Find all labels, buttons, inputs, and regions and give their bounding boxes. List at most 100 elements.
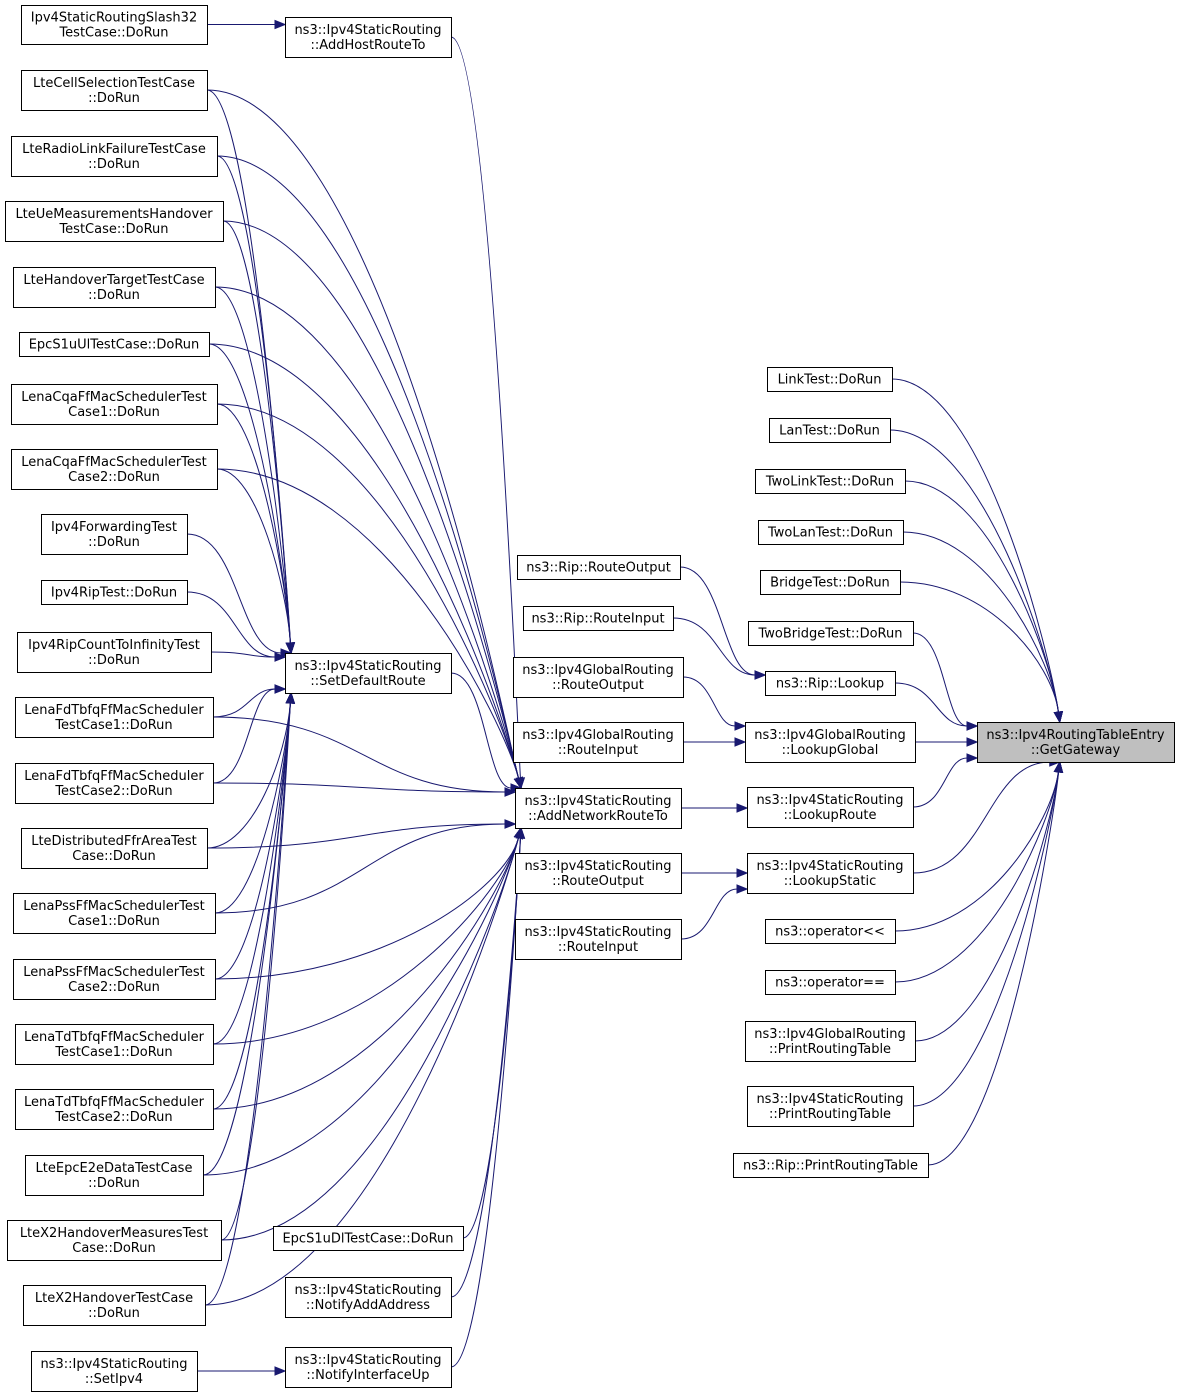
edge-cqa2-to-static_setdefault (216, 468, 296, 655)
node-label-line: LenaCqaFfMacSchedulerTest (21, 390, 207, 405)
node-label-line: ns3::Rip::RouteOutput (526, 561, 671, 576)
node-op-stream[interactable]: ns3::operator<< (765, 919, 896, 944)
edge-pss2-to-static_setdefault (214, 691, 296, 980)
node-rip-routeoutput[interactable]: ns3::Rip::RouteOutput (517, 555, 681, 580)
edge-line (216, 468, 291, 644)
node-box (11, 384, 218, 425)
node-static-setdefault[interactable]: ns3::Ipv4StaticRouting::SetDefaultRoute (285, 653, 452, 694)
node-static-lookupstatic[interactable]: ns3::Ipv4StaticRouting::LookupStatic (747, 853, 914, 894)
node-rip-lookup[interactable]: ns3::Rip::Lookup (765, 671, 896, 696)
node-static-addhost[interactable]: ns3::Ipv4StaticRouting::AddHostRouteTo (285, 17, 452, 58)
edge-line (222, 220, 291, 644)
edge-line (212, 716, 506, 793)
edge-line (216, 155, 520, 779)
node-target[interactable]: ns3::Ipv4RoutingTableEntry::GetGateway (977, 722, 1175, 763)
node-static-lookuproute[interactable]: ns3::Ipv4StaticRouting::LookupRoute (747, 787, 914, 828)
node-label-line: ::DoRun (88, 653, 140, 668)
node-twobridge-test[interactable]: TwoBridgeTest::DoRun (748, 621, 914, 646)
edge-line (212, 688, 276, 784)
edge-arrowhead (504, 819, 517, 829)
node-op-eq[interactable]: ns3::operator== (765, 970, 896, 995)
node-label-line: LenaPssFfMacSchedulerTest (23, 965, 204, 980)
node-box (13, 267, 216, 308)
node-box (765, 919, 896, 944)
node-label-line: LenaFdTbfqFfMacScheduler (24, 769, 204, 784)
node-bridge-test[interactable]: BridgeTest::DoRun (760, 570, 901, 595)
edge-line (206, 823, 506, 849)
node-global-lookup[interactable]: ns3::Ipv4GlobalRouting::LookupGlobal (745, 722, 916, 763)
node-rip-print[interactable]: ns3::Rip::PrintRoutingTable (733, 1153, 929, 1178)
node-rip-routeinput[interactable]: ns3::Rip::RouteInput (523, 606, 674, 631)
node-twolink-test[interactable]: TwoLinkTest::DoRun (755, 469, 906, 494)
node-box (21, 70, 208, 111)
edge-line (912, 632, 968, 727)
node-static-routeinput[interactable]: ns3::Ipv4StaticRouting::RouteInput (515, 919, 682, 960)
node-rlf[interactable]: LteRadioLinkFailureTestCase::DoRun (11, 136, 218, 177)
edge-line (214, 823, 506, 914)
node-box (21, 828, 208, 869)
node-label-line: Ipv4ForwardingTest (51, 520, 177, 535)
node-label-line: ::PrintRoutingTable (769, 1107, 891, 1122)
node-box (765, 970, 896, 995)
node-notify-addaddr[interactable]: ns3::Ipv4StaticRouting::NotifyAddAddress (285, 1277, 452, 1318)
node-label-line: ns3::Ipv4StaticRouting (294, 1283, 441, 1298)
node-static-addnetwork[interactable]: ns3::Ipv4StaticRouting::AddNetworkRouteT… (515, 788, 682, 829)
node-ripcount[interactable]: Ipv4RipCountToInfinityTest::DoRun (17, 632, 212, 673)
node-link-test[interactable]: LinkTest::DoRun (767, 367, 893, 392)
edge-line (912, 761, 1050, 874)
node-label-line: ns3::Ipv4StaticRouting (294, 659, 441, 674)
edge-line (891, 378, 1059, 713)
node-box (41, 580, 188, 605)
node-setipv4[interactable]: ns3::Ipv4StaticRouting::SetIpv4 (31, 1351, 198, 1392)
node-global-print[interactable]: ns3::Ipv4GlobalRouting::PrintRoutingTabl… (745, 1021, 916, 1062)
node-label-line: TestCase::DoRun (58, 222, 168, 237)
node-epcdl[interactable]: EpcS1uDlTestCase::DoRun (273, 1226, 464, 1251)
node-fwd[interactable]: Ipv4ForwardingTest::DoRun (41, 514, 188, 555)
node-box (11, 449, 218, 490)
node-lan-test[interactable]: LanTest::DoRun (769, 418, 891, 443)
node-static-print[interactable]: ns3::Ipv4StaticRouting::PrintRoutingTabl… (747, 1086, 914, 1127)
node-x2ho[interactable]: LteX2HandoverTestCase::DoRun (23, 1285, 206, 1326)
edge-hotarget-to-static_setdefault (214, 286, 296, 655)
node-global-routeinput[interactable]: ns3::Ipv4GlobalRouting::RouteInput (513, 722, 684, 763)
node-label-line: Case::DoRun (72, 849, 155, 864)
edge-lan_test-to-target (889, 429, 1063, 724)
node-label-line: ::DoRun (88, 91, 140, 106)
edge-arrowhead (966, 753, 979, 763)
node-notify-ifup[interactable]: ns3::Ipv4StaticRouting::NotifyInterfaceU… (285, 1347, 452, 1388)
node-box (7, 1220, 222, 1261)
node-static-routeoutput[interactable]: ns3::Ipv4StaticRouting::RouteOutput (515, 853, 682, 894)
edge-line (214, 702, 291, 980)
node-box (515, 788, 682, 829)
node-global-routeoutput[interactable]: ns3::Ipv4GlobalRouting::RouteOutput (513, 657, 684, 698)
node-hotarget[interactable]: LteHandoverTargetTestCase::DoRun (13, 267, 216, 308)
node-twolan-test[interactable]: TwoLanTest::DoRun (758, 520, 904, 545)
node-label-line: ns3::Ipv4StaticRouting (524, 925, 671, 940)
edge-static_addnetwork-to-static_lookuproute (680, 803, 749, 813)
node-label-line: Case::DoRun (72, 1241, 155, 1256)
node-epcul[interactable]: EpcS1uUlTestCase::DoRun (19, 332, 210, 357)
node-cellsel[interactable]: LteCellSelectionTestCase::DoRun (21, 70, 208, 111)
node-box (17, 632, 212, 673)
node-riptest[interactable]: Ipv4RipTest::DoRun (41, 580, 188, 605)
node-label-line: ns3::operator<< (775, 925, 885, 940)
edge-arrowhead (513, 776, 524, 790)
node-box (15, 1089, 214, 1130)
edge-line (186, 591, 276, 658)
edge-line (210, 651, 276, 658)
node-label-line: TestCase::DoRun (58, 26, 168, 41)
node-box (769, 418, 891, 443)
node-e2e[interactable]: LteEpcE2eDataTestCase::DoRun (25, 1155, 204, 1196)
